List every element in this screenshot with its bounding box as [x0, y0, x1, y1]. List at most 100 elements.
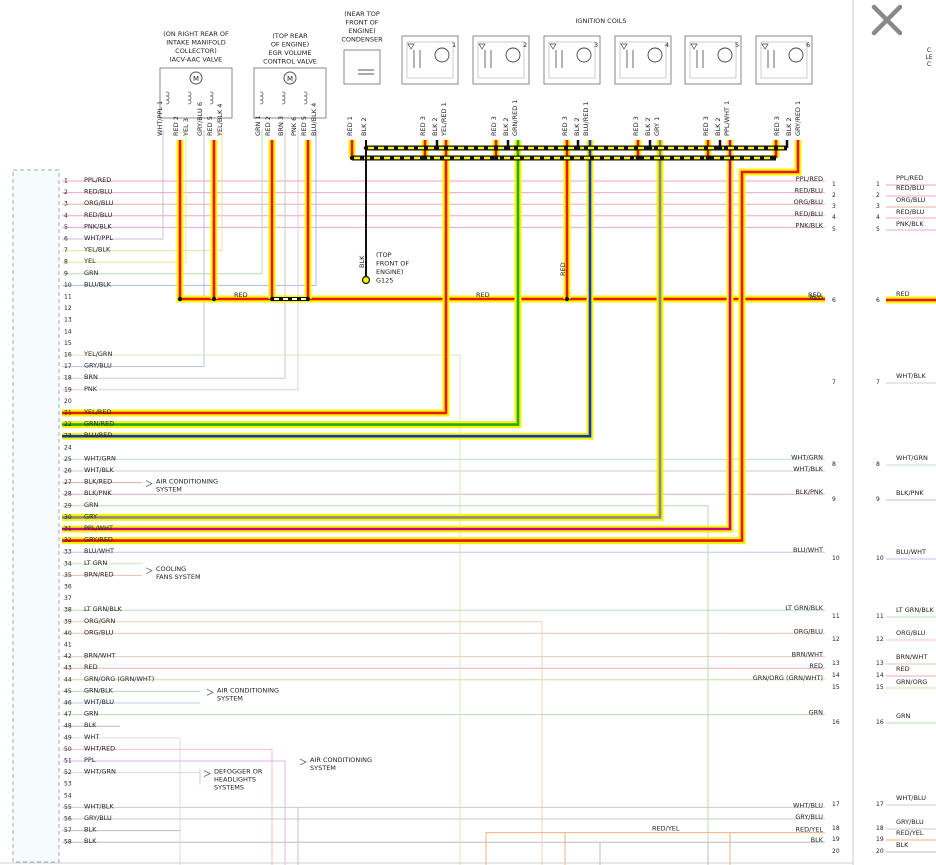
- ignition-coil-6: [755, 35, 813, 85]
- splice-dot: [349, 155, 355, 161]
- right-pin-number: 17: [832, 801, 840, 808]
- motor-symbol: M: [287, 75, 293, 83]
- spark-plug-icon: [761, 43, 769, 50]
- panel2-pin-number: 14: [876, 672, 884, 679]
- ecm-pin-number: 16: [64, 352, 72, 359]
- coil-core: [626, 50, 634, 68]
- panel2-pin-label: LT GRN/BLK: [896, 606, 934, 614]
- ecm-pin-label: LT GRN: [84, 559, 107, 567]
- splice-dot: [575, 145, 581, 151]
- coil-inner: [477, 41, 525, 79]
- panel2-pin-number: 19: [876, 836, 884, 843]
- ecm-pin-number: 51: [64, 758, 72, 765]
- ecm-pin-number: 48: [64, 723, 72, 730]
- ecm-pin-label: GRN: [84, 710, 99, 718]
- bus-label: RED: [234, 291, 248, 299]
- pin-label: YEL 3: [182, 118, 190, 137]
- panel2-pin-number: 10: [876, 555, 884, 562]
- close-button[interactable]: [860, 0, 914, 40]
- ref-air-conditioning: AIR CONDITIONING: [156, 478, 218, 486]
- ecm-pin-label: PNK/BLK: [84, 222, 112, 230]
- ecm-pin-label: BLU/BLK: [84, 280, 112, 288]
- panel2-pin-number: 9: [876, 496, 880, 503]
- wire-ecm-29: [62, 505, 709, 865]
- coil3-red-label: RED: [559, 262, 567, 276]
- ecm-pin-number: 26: [64, 468, 72, 475]
- bus-label: RED: [808, 291, 822, 299]
- right-pin-number: 5: [832, 226, 836, 233]
- wire-ecm-6: [62, 130, 164, 240]
- ecm-pin-label: GRN/ORG (GRN/WHT): [84, 675, 154, 683]
- ecm-pin-number: 8: [64, 259, 68, 266]
- wire-coil3-signal: [62, 140, 592, 438]
- ecm-pin-number: 31: [64, 526, 72, 533]
- splice-dot: [493, 155, 499, 161]
- pin-label: BLK 2: [785, 117, 793, 136]
- wire-ecm-19: [62, 130, 299, 391]
- ecm-pin-label: GRY/BLU: [84, 814, 112, 822]
- egr-title: EGR VOLUME: [269, 49, 312, 57]
- ground-title: (TOP: [376, 251, 392, 259]
- ecm-pin-number: 3: [64, 201, 68, 208]
- ecm-pin-label: ORG/BLU: [84, 628, 114, 636]
- coil-inner: [619, 41, 667, 79]
- egr-title: (TOP REAR: [272, 32, 308, 40]
- right-pin-label: WHT/GRN: [791, 453, 823, 461]
- ecm-pin-label: BLU/RED: [84, 431, 112, 439]
- coil-number: 5: [735, 41, 739, 49]
- right-pin-label: BLK/PNK: [795, 488, 823, 496]
- pin-label: BRN 3: [277, 116, 285, 136]
- coil-winding: [259, 91, 264, 105]
- ignition-coil-1: [401, 35, 459, 85]
- panel2-pin-label: ORG/BLU: [896, 196, 926, 204]
- ecm-pin-number: 22: [64, 421, 72, 428]
- ecm-pin-label: BLK: [84, 826, 97, 834]
- pin-label: RED 3: [632, 116, 640, 136]
- motor-icon: [283, 71, 297, 85]
- right-pin-number: 1: [832, 181, 836, 188]
- iacv-title: INTAKE MANIFOLD: [166, 39, 225, 47]
- ref-air-conditioning: AIR CONDITIONING: [310, 756, 372, 764]
- panel2-pin-number: 7: [876, 379, 880, 386]
- right-pin-label: ORG/BLU: [794, 627, 824, 635]
- panel2-pin-number: 2: [876, 192, 880, 199]
- ecm-pin-label: GRN: [84, 501, 99, 509]
- ecm-pin-number: 56: [64, 816, 72, 823]
- ecm-pin-number: 45: [64, 688, 72, 695]
- spark-plug-icon: [549, 43, 557, 50]
- ground-wire-label: BLK: [358, 255, 366, 268]
- wire-ecm-10: [62, 130, 317, 286]
- pin-label: RED 3: [702, 116, 710, 136]
- ecm-pin-number: 12: [64, 305, 72, 312]
- condenser-title: FRONT OF: [345, 19, 378, 27]
- egr-title: CONTROL VALVE: [263, 58, 317, 66]
- panel2-pin-label: WHT/BLU: [896, 794, 926, 802]
- ecm-pin-label: BRN: [84, 373, 98, 381]
- splice-dot: [305, 296, 311, 302]
- ecm-pin-number: 39: [64, 618, 72, 625]
- right-pin-label: GRY/BLU: [795, 813, 823, 821]
- pin-label: BLK 2: [502, 117, 510, 136]
- coil-core: [484, 50, 492, 68]
- pin-label: RED 3: [419, 116, 427, 136]
- right-pin-label: WHT/BLK: [793, 465, 824, 473]
- ecm-pin-number: 40: [64, 630, 72, 637]
- ecm-pin-number: 23: [64, 433, 72, 440]
- ground-point-g125: [361, 275, 371, 285]
- transistor-icon: [434, 47, 450, 63]
- ecm-pin-label: RED: [84, 663, 98, 671]
- ecm-pin-label: WHT/BLU: [84, 698, 114, 706]
- splice-dot: [422, 155, 428, 161]
- ecm-pin-label: GRY/RED: [84, 536, 113, 544]
- splice-dot: [717, 145, 723, 151]
- wire-ecm-8: [62, 130, 187, 263]
- wire-layer: [62, 130, 936, 865]
- right-pin-label: GRN/ORG (GRN/WHT): [753, 674, 823, 682]
- ecm-pin-number: 4: [64, 212, 68, 219]
- coil-winding: [281, 91, 286, 105]
- ecm-pin-number: 14: [64, 328, 72, 335]
- ecm-pin-number: 27: [64, 479, 72, 486]
- ecm-pin-number: 41: [64, 642, 72, 649]
- panel2-pin-label: WHT/GRN: [896, 454, 928, 462]
